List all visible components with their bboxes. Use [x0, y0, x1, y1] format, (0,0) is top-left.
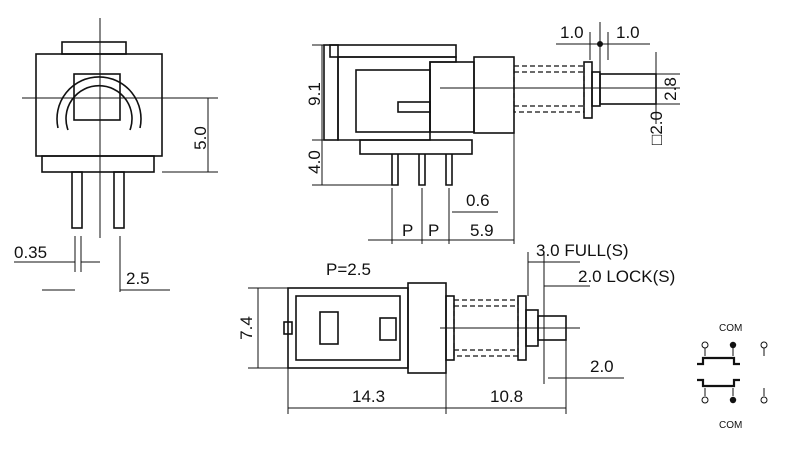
side-pin-to-face-dim: 5.9 [470, 221, 494, 240]
pitch-note: P=2.5 [326, 260, 371, 279]
bottom-width-dim: 7.4 [237, 316, 256, 340]
front-pin-thickness-dim: 0.35 [14, 243, 47, 262]
side-shaft-dim-1: 1.0 [560, 23, 584, 42]
front-view: 5.0 0.35 2.5 [14, 18, 218, 292]
bottom-full-stroke-dim: 3.0 FULL(S) [536, 241, 629, 260]
side-knob-dim: 2.8 [661, 77, 680, 101]
side-pin-width-dim: 0.6 [466, 191, 490, 210]
bottom-lock-stroke-dim: 2.0 LOCK(S) [578, 267, 675, 286]
side-pitch-label-2: P [428, 221, 439, 240]
front-pin-offset-dim: 2.5 [126, 269, 150, 288]
bottom-shaft-length-dim: 10.8 [490, 387, 523, 406]
switch-schematic: COM COM [697, 323, 768, 431]
schematic-com-top: COM [719, 323, 742, 334]
side-pin-length-dim: 4.0 [305, 150, 324, 174]
side-square-dim: □2.0 [647, 111, 666, 145]
side-pitch-label-1: P [402, 221, 413, 240]
bottom-view: P=2.5 7.4 14.3 10.8 3.0 FULL(S) 2.0 LOCK [237, 241, 675, 414]
bottom-body-length-dim: 14.3 [352, 387, 385, 406]
side-view: 9.1 4.0 1.0 1.0 2.8 □2.0 P P 0.6 5.9 [305, 22, 680, 244]
schematic-com-bottom: COM [719, 420, 742, 431]
bottom-tip-dim: 2.0 [590, 357, 614, 376]
side-shaft-dim-2: 1.0 [616, 23, 640, 42]
side-body-height-dim: 9.1 [305, 82, 324, 106]
front-height-dim: 5.0 [191, 126, 210, 150]
